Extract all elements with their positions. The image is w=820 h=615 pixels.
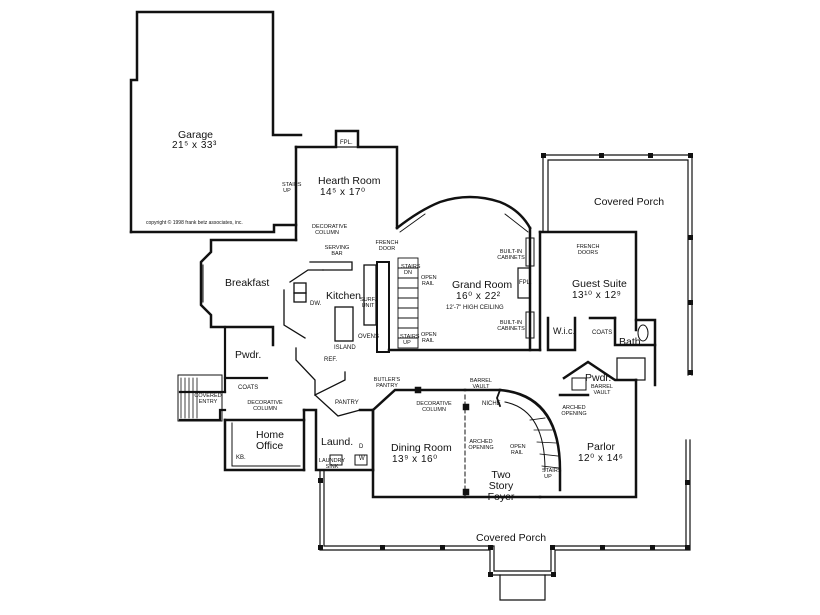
grand-room-dims: 16⁰ x 22²	[456, 291, 501, 302]
guest-suite-label: Guest Suite	[572, 278, 627, 290]
stairs-up-foyer-note: STAIRS UP	[542, 468, 562, 480]
breakfast-walls	[199, 238, 298, 347]
guest-suite-dims: 13¹⁰ x 12⁹	[572, 290, 622, 301]
guest-suite-walls	[538, 230, 657, 387]
french-door-note: FRENCH DOOR	[375, 240, 399, 252]
left-wing-walls	[177, 325, 269, 422]
powder-left-label: Pwdr.	[235, 349, 262, 361]
breakfast-label: Breakfast	[225, 277, 270, 289]
top-porch-label: Covered Porch	[594, 196, 665, 208]
foyer-label: Two Story Foyer	[487, 469, 515, 503]
coats-guest-note: COATS	[592, 330, 613, 336]
dining-room-label: Dining Room	[391, 442, 452, 454]
bath-label: Bath	[619, 336, 641, 348]
french-doors-note: FRENCH DOORS	[576, 244, 600, 256]
open-rail-upper-note: OPEN RAIL	[421, 275, 437, 287]
hearth-room-label: Hearth Room	[318, 175, 381, 187]
garage-dims: 21⁵ x 33³	[172, 140, 217, 151]
laundry-sink-note: LAUNDRY SINK	[318, 458, 346, 470]
fireplace-grand-note: FPL.	[519, 280, 532, 286]
ref-note: REF.	[324, 357, 338, 363]
island-note: ISLAND	[334, 345, 356, 351]
decorative-column-hearth-note: DECORATIVE COLUMN	[312, 224, 348, 236]
kneespace-note: KB.	[236, 455, 246, 461]
ovens-note: OVENS	[358, 334, 380, 340]
arched-opening-parlor-note: ARCHED OPENING	[561, 405, 587, 417]
butlers-pantry-note: BUTLER'S PANTRY	[373, 377, 401, 389]
top-porch	[542, 154, 693, 376]
hearth-room-dims: 14⁵ x 17⁰	[320, 187, 366, 198]
dining-walls	[371, 386, 470, 499]
front-porch	[319, 439, 691, 601]
dw-note: DW.	[310, 301, 322, 307]
foyer-walls	[463, 388, 562, 499]
parlor-label: Parlor	[587, 441, 616, 453]
dryer-note: D	[359, 444, 364, 450]
garage-label: Garage	[178, 129, 214, 141]
wic-label: W.i.c.	[553, 326, 575, 336]
kitchen-label: Kitchen	[326, 290, 362, 302]
builtin-cabinets-lower-note: BUILT-IN CABINETS	[497, 320, 525, 332]
open-rail-lower-note: OPEN RAIL	[421, 332, 437, 344]
grand-room-walls	[387, 195, 542, 352]
hearth-room-walls	[294, 129, 399, 242]
dining-room-dims: 13⁹ x 16⁰	[392, 454, 438, 465]
stair-run	[397, 257, 419, 349]
garage-walls	[129, 10, 303, 234]
stairs-up-mid-note: STAIRS UP	[400, 334, 420, 346]
grand-room-ceiling: 12'-7" HIGH CEILING	[446, 305, 504, 311]
laundry-label: Laund.	[321, 436, 354, 448]
fireplace-hearth-note: FPL.	[340, 140, 353, 146]
open-rail-foyer-note: OPEN RAIL	[510, 444, 526, 456]
barrel-vault-foyer-note: BARREL VAULT	[469, 378, 492, 390]
surface-unit-note: SURF. UNIT	[360, 297, 376, 309]
home-office-walls	[223, 408, 306, 472]
decorative-column-left-note: DECORATIVE COLUMN	[247, 400, 283, 412]
parlor-walls	[538, 360, 638, 499]
builtin-cabinets-upper-note: BUILT-IN CABINETS	[497, 249, 525, 261]
parlor-dims: 12⁰ x 14⁶	[578, 453, 624, 464]
pantry-label: PANTRY	[335, 400, 359, 406]
grand-room-label: Grand Room	[452, 279, 513, 291]
front-porch-label: Covered Porch	[476, 532, 547, 544]
serving-bar-note: SERVING BAR	[324, 245, 350, 257]
washer-note: W	[359, 456, 365, 462]
niche-note: NICHE	[482, 401, 501, 407]
stairs-down-note: STAIRS DN	[401, 264, 421, 276]
coats-left-note: COATS	[238, 385, 259, 391]
powder-right-label: Pwdr.	[585, 372, 612, 384]
copyright-note: copyright © 1998 frank betz associates, …	[146, 220, 243, 226]
kitchen-fixtures	[283, 261, 390, 417]
covered-entry-note: COVERED ENTRY	[194, 393, 222, 405]
barrel-vault-parlor-note: BARREL VAULT	[590, 384, 613, 396]
home-office-label: Home Office	[256, 429, 285, 452]
arched-opening-dining-note: ARCHED OPENING	[468, 439, 494, 451]
porch-columns	[318, 153, 693, 577]
decorative-column-dining-note: DECORATIVE COLUMN	[416, 401, 452, 413]
garage-stairs-note: STAIRS UP	[282, 182, 302, 194]
